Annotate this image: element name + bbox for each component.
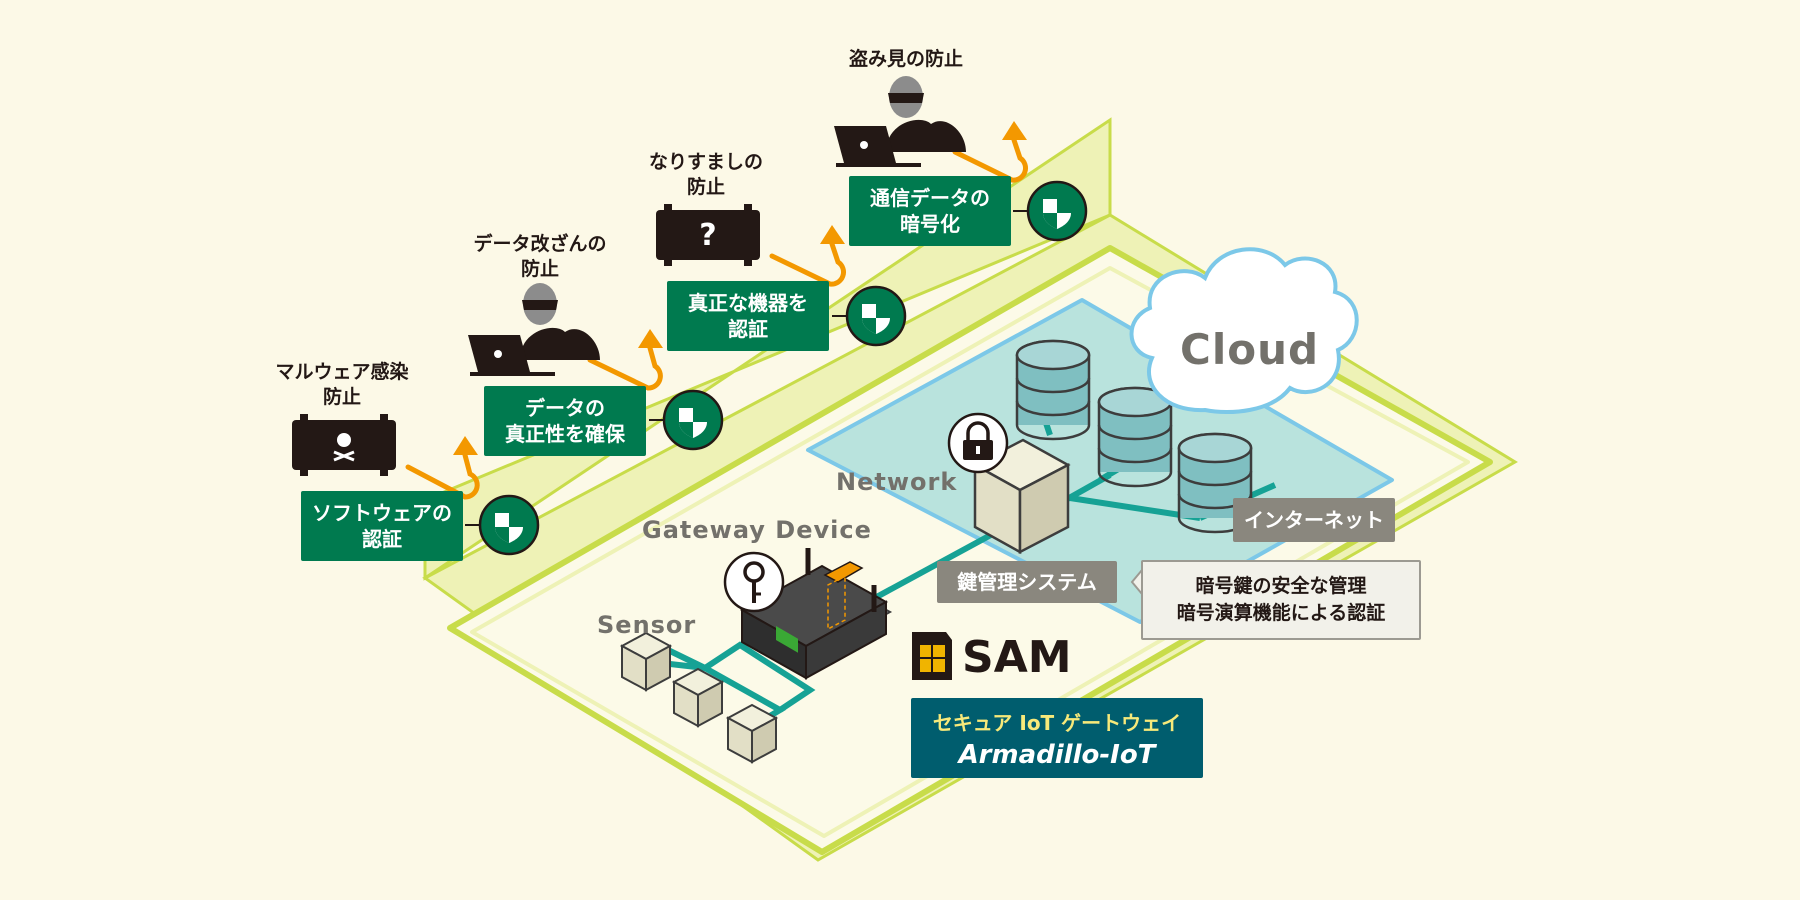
threat-label-tampering: データ改ざんの 防止	[473, 233, 607, 280]
blocked-attack-arrows	[405, 137, 1028, 500]
product-badge: セキュア IoT ゲートウェイ Armadillo-IoT	[911, 698, 1203, 778]
svg-text:?: ?	[699, 218, 716, 253]
product-subtitle: セキュア IoT ゲートウェイ	[932, 710, 1182, 735]
database-2	[1097, 386, 1173, 488]
key-icon	[723, 551, 785, 613]
sensor-label: Sensor	[597, 611, 697, 639]
threat-label-malware: マルウェア感染 防止	[275, 361, 409, 408]
hacker-icon-eavesdrop	[834, 76, 966, 167]
countermeasure-device-auth: 真正な機器を 認証	[667, 281, 829, 351]
sam-label: SAM	[962, 632, 1072, 683]
hacker-icon-tampering	[468, 283, 600, 376]
spoofing-device-icon: ?	[656, 204, 760, 266]
sam-chip-icon	[912, 632, 952, 680]
sensor-cubes	[619, 631, 779, 764]
threat-label-spoofing: なりすましの 防止	[648, 151, 763, 198]
threat-label-eavesdrop: 盗み見の防止	[848, 48, 963, 70]
malware-device-icon	[292, 414, 396, 476]
key-management-label: 鍵管理システム	[937, 561, 1117, 603]
product-name: Armadillo-IoT	[958, 739, 1156, 770]
key-management-server	[972, 438, 1071, 555]
key-management-callout: 暗号鍵の安全な管理 暗号演算機能による認証	[1141, 560, 1421, 640]
lock-icon	[947, 412, 1009, 474]
cloud-shape	[1129, 247, 1359, 414]
database-1	[1015, 339, 1091, 441]
cloud-label: Cloud	[1180, 325, 1320, 374]
gateway-device	[739, 548, 893, 680]
gateway-device-label: Gateway Device	[642, 516, 872, 544]
platform-inner-line	[470, 266, 1470, 838]
internet-label: インターネット	[1233, 498, 1395, 542]
countermeasure-software-auth: ソフトウェアの 認証	[301, 491, 463, 561]
arrow-heads	[453, 121, 1027, 455]
countermeasure-data-integrity: データの 真正性を確保	[484, 386, 646, 456]
callout-pointer	[1130, 569, 1143, 595]
network-label: Network	[836, 468, 958, 496]
shield-icons	[465, 180, 1088, 556]
countermeasure-encryption: 通信データの 暗号化	[849, 176, 1011, 246]
